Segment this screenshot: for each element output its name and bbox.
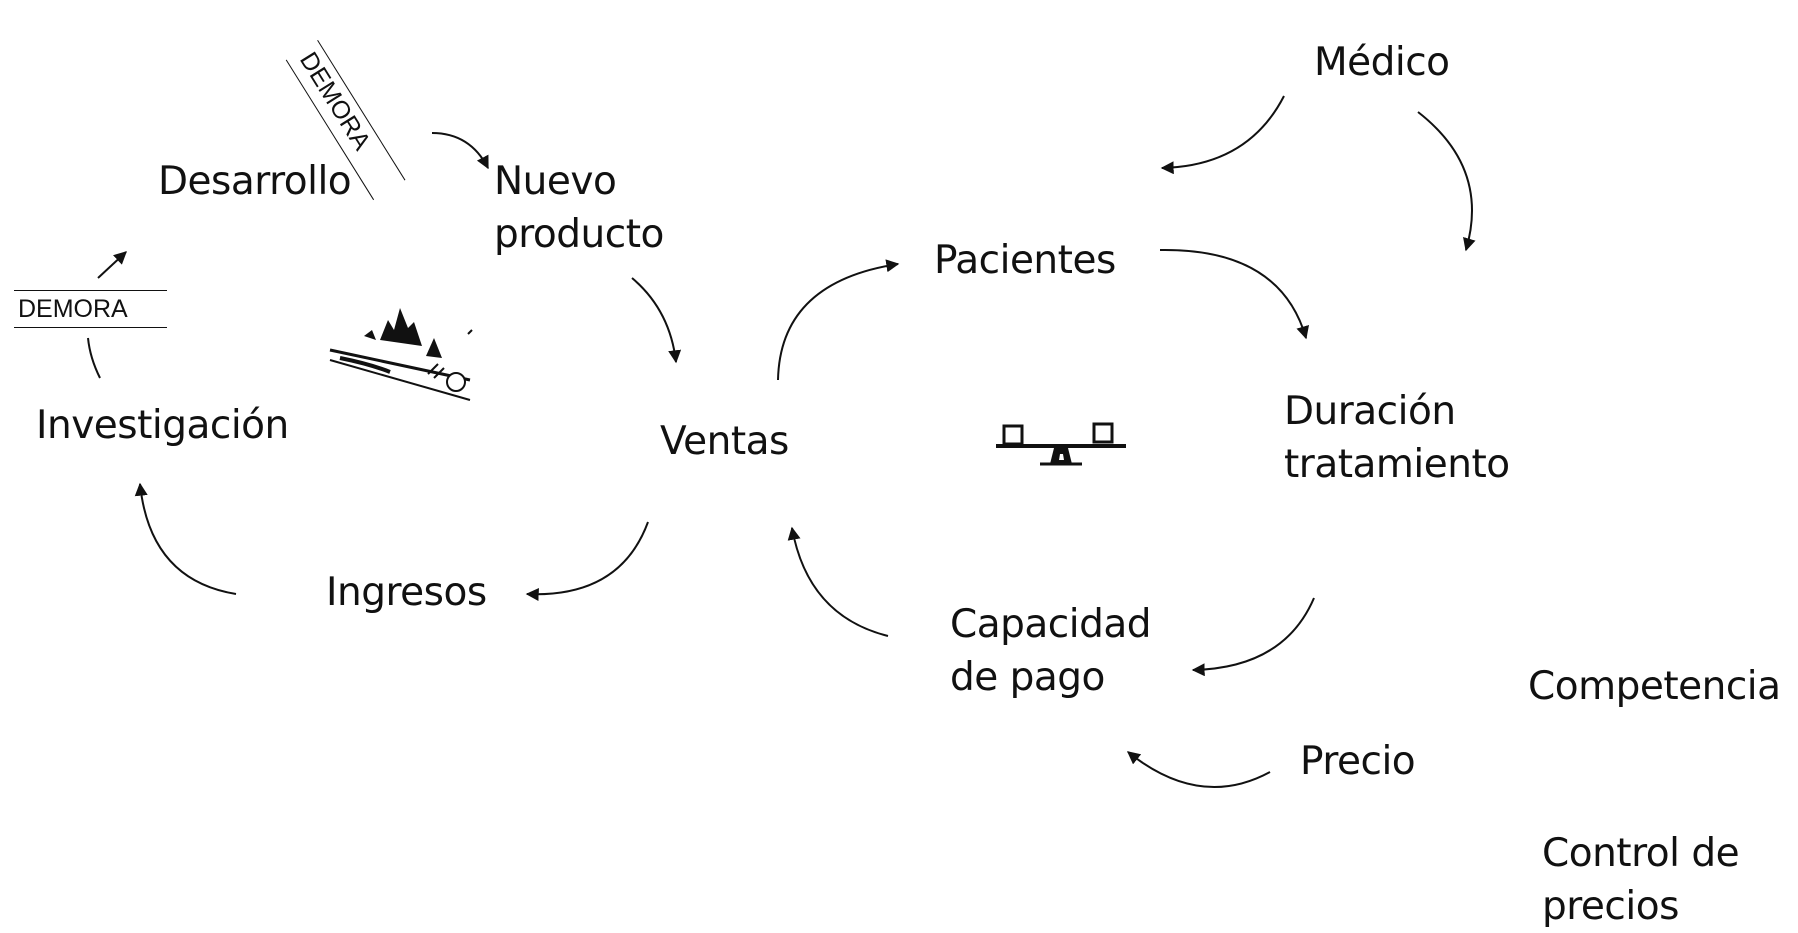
node-competencia: Competencia xyxy=(1528,660,1781,713)
node-nuevo-producto: Nuevo producto xyxy=(494,155,664,261)
node-ventas: Ventas xyxy=(660,415,789,468)
arrow-ingresos-to-investigacion xyxy=(134,482,237,595)
node-ingresos: Ingresos xyxy=(326,566,487,619)
node-nuevo-producto-line-2: producto xyxy=(494,212,664,258)
node-duracion-tratamiento: Duración tratamiento xyxy=(1284,385,1510,491)
node-investigacion-label: Investigación xyxy=(36,403,289,448)
node-desarrollo: Desarrollo xyxy=(158,155,352,208)
arrow-delay-to-desarrollo xyxy=(97,251,127,279)
node-medico: Médico xyxy=(1314,36,1450,89)
snowball-icon xyxy=(329,308,473,401)
node-medico-label: Médico xyxy=(1314,40,1450,85)
arrow-precio-to-capacidad xyxy=(1126,751,1271,789)
node-control-line-1: Control de xyxy=(1542,831,1740,876)
node-control-de-precios: Control de precios xyxy=(1542,827,1740,933)
arrow-delay-to-nuevo-producto xyxy=(431,132,489,170)
node-pacientes-label: Pacientes xyxy=(934,238,1116,283)
seesaw-icon xyxy=(996,422,1126,466)
node-ventas-label: Ventas xyxy=(660,419,789,464)
arrow-capacidad-to-ventas xyxy=(787,526,889,637)
arrow-ventas-to-ingresos xyxy=(525,521,649,601)
node-duracion-line-2: tratamiento xyxy=(1284,442,1510,488)
node-duracion-line-1: Duración xyxy=(1284,389,1456,434)
arrow-pacientes-to-duracion xyxy=(1159,248,1309,340)
arrow-ventas-to-pacientes xyxy=(777,259,900,381)
node-capacidad-de-pago: Capacidad de pago xyxy=(950,598,1151,704)
node-precio: Precio xyxy=(1300,735,1416,788)
node-precio-label: Precio xyxy=(1300,739,1416,784)
node-nuevo-producto-line-1: Nuevo xyxy=(494,159,617,204)
arrow-medico-to-pacientes xyxy=(1160,95,1285,175)
node-capacidad-line-1: Capacidad xyxy=(950,602,1151,647)
node-capacidad-line-2: de pago xyxy=(950,655,1105,701)
node-ingresos-label: Ingresos xyxy=(326,570,487,615)
node-competencia-label: Competencia xyxy=(1528,664,1781,709)
node-pacientes: Pacientes xyxy=(934,234,1116,287)
arrow-duracion-to-capacidad xyxy=(1191,597,1315,677)
node-investigacion: Investigación xyxy=(36,399,289,452)
arrow-nuevo-producto-to-ventas xyxy=(631,277,682,364)
arrow-investigacion-to-delay xyxy=(87,337,101,379)
arrow-medico-to-duracion xyxy=(1417,111,1476,252)
node-desarrollo-label: Desarrollo xyxy=(158,159,352,204)
delay-label-left: DEMORA xyxy=(14,290,167,328)
node-control-line-2: precios xyxy=(1542,884,1679,930)
